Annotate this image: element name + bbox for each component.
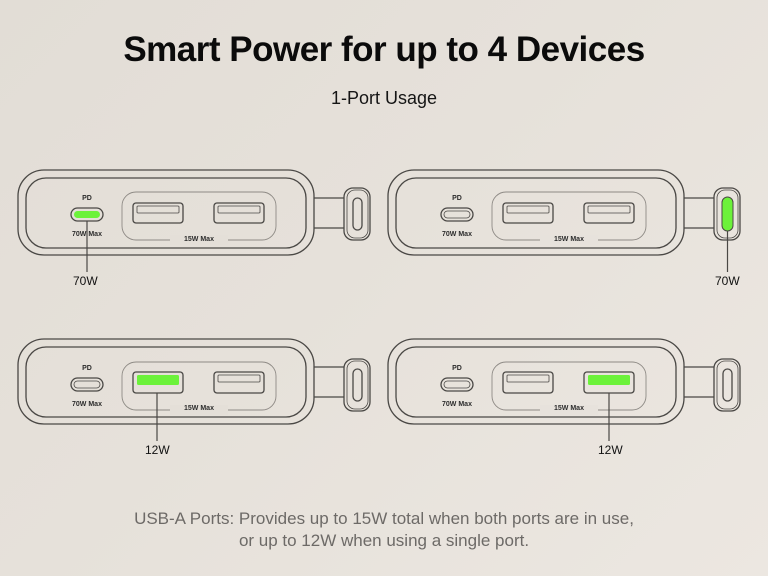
- footnote-line-2: or up to 12W when using a single port.: [238, 531, 530, 550]
- wattage-callout: 70W: [715, 274, 740, 288]
- active-port-indicator: [74, 211, 100, 218]
- usbc-max-label: 70W Max: [72, 231, 102, 238]
- usba-max-label: 15W Max: [184, 236, 214, 243]
- page-title: Smart Power for up to 4 Devices: [123, 30, 645, 69]
- power-bank-diagram-cable: PD 70W Max 15W Max 70W: [380, 160, 760, 300]
- active-port-indicator: [588, 375, 630, 385]
- usbc-max-label: 70W Max: [442, 401, 472, 408]
- footnote-line-1: USB-A Ports: Provides up to 15W total wh…: [134, 509, 634, 528]
- usba-max-label: 15W Max: [554, 236, 584, 243]
- active-port-indicator: [137, 375, 179, 385]
- usba-max-label: 15W Max: [184, 405, 214, 412]
- active-port-indicator: [721, 196, 734, 232]
- page-subtitle: 1-Port Usage: [330, 88, 438, 108]
- power-bank-diagram-usba1: PD 70W Max 15W Max 12W: [10, 325, 390, 465]
- power-bank-outline: [17, 338, 371, 441]
- pd-label: PD: [82, 195, 92, 202]
- pd-label: PD: [452, 195, 462, 202]
- power-bank-outline: [17, 169, 371, 272]
- pd-label: PD: [82, 365, 92, 372]
- footnote: USB-A Ports: Provides up to 15W total wh…: [0, 508, 768, 552]
- usbc-max-label: 70W Max: [72, 401, 102, 408]
- power-bank-outline: [387, 338, 741, 441]
- power-bank-outline: [387, 169, 741, 272]
- power-bank-diagram-usbc: PD 70W Max 15W Max 70W: [10, 160, 390, 300]
- wattage-callout: 70W: [73, 274, 98, 288]
- wattage-callout: 12W: [598, 443, 623, 457]
- wattage-callout: 12W: [145, 443, 170, 457]
- usbc-max-label: 70W Max: [442, 231, 472, 238]
- power-bank-diagram-usba2: PD 70W Max 15W Max 12W: [380, 325, 760, 465]
- pd-label: PD: [452, 365, 462, 372]
- usba-max-label: 15W Max: [554, 405, 584, 412]
